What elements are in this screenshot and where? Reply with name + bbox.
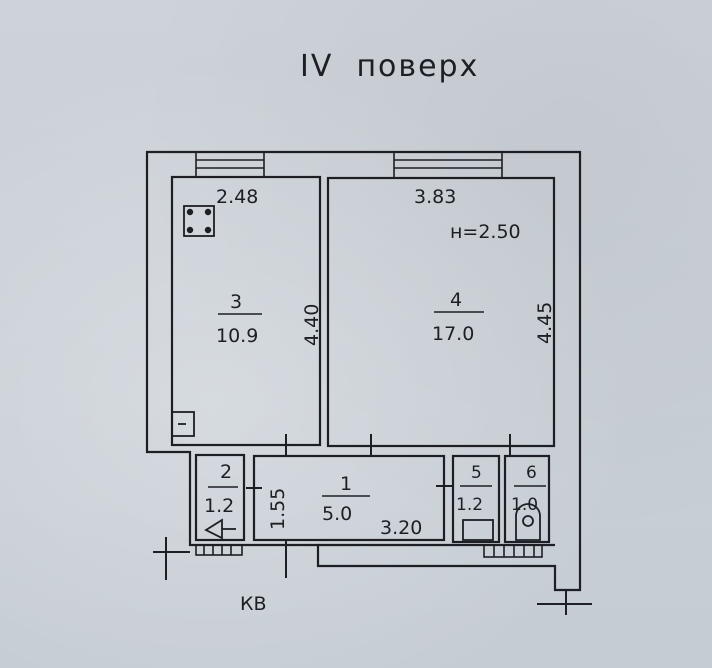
room-3-number: 3: [230, 291, 242, 313]
wash-basin-icon: [204, 518, 223, 540]
room-6-outline: [503, 454, 551, 544]
vent-left: [195, 544, 243, 556]
room-4-area: 17.0: [432, 323, 474, 345]
vent-right: [483, 544, 543, 558]
walls: [145, 150, 582, 592]
hall-width: 1.55: [267, 488, 289, 530]
fixtures: [171, 205, 541, 541]
stove-icon: [183, 205, 215, 237]
window-room-4: [393, 151, 503, 179]
room-4-width: 3.83: [414, 186, 456, 208]
floor-title: IV поверх: [300, 49, 479, 84]
room-1-outline: [252, 454, 446, 542]
room-2-area: 1.2: [204, 495, 234, 517]
room-4-number: 4: [450, 289, 462, 311]
room-3-length: 4.40: [301, 304, 323, 346]
room-3-outline: [170, 175, 322, 447]
window-room-3: [195, 151, 265, 178]
room-6-area: 1.0: [511, 495, 538, 515]
room-5-number: 5: [471, 463, 482, 483]
toilet-icon: [515, 503, 541, 541]
entrance-label: КВ: [240, 593, 267, 615]
room-5-area: 1.2: [456, 495, 483, 515]
hall-length: 3.20: [380, 517, 422, 539]
windows: [195, 151, 543, 558]
room-1-area: 5.0: [322, 503, 352, 525]
room-2-number: 2: [220, 461, 232, 483]
door-marks: [153, 434, 592, 615]
room-5-outline: [451, 454, 501, 544]
room-1-number: 1: [340, 473, 352, 495]
room-3-area: 10.9: [216, 325, 258, 347]
room-3-width: 2.48: [216, 186, 258, 208]
outer-wall: [145, 150, 582, 592]
bath-icon: [462, 519, 494, 541]
ceiling-height: н=2.50: [450, 221, 521, 243]
room-2-outline: [194, 453, 246, 542]
room-4-length: 4.45: [534, 302, 556, 344]
room-6-number: 6: [526, 463, 537, 483]
sink-icon: [171, 411, 195, 437]
